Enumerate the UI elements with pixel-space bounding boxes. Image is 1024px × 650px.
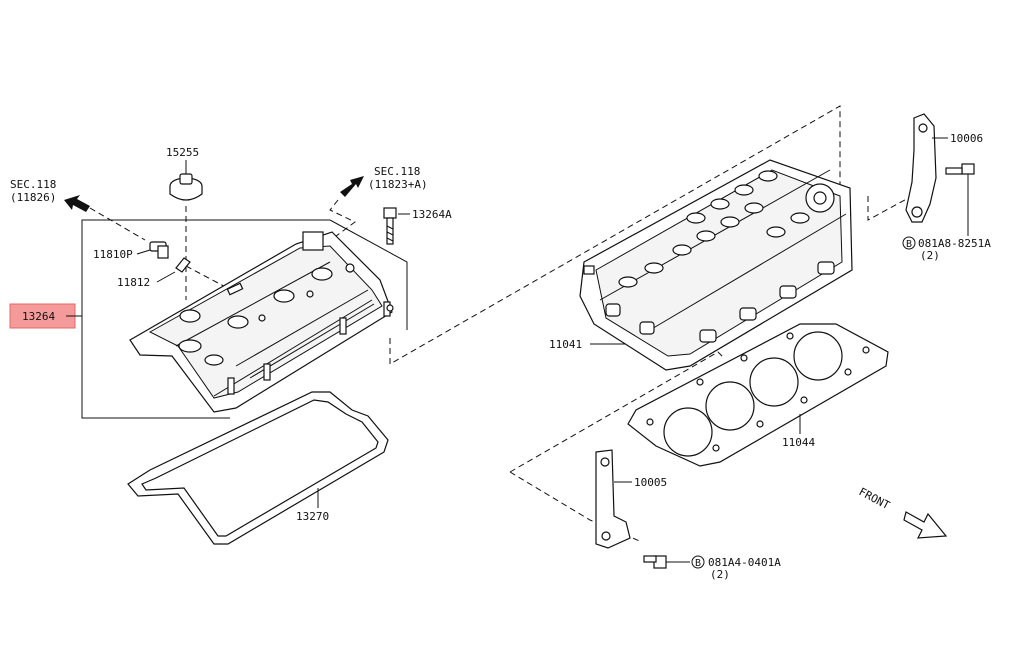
callout-13270[interactable]: 13270 (296, 488, 329, 523)
gasket-alignment-dash (509, 351, 725, 473)
bolt-lower-b-letter: B (695, 558, 701, 569)
bolt-lower-qty: (2) (710, 568, 730, 581)
callout-10006-label: 10006 (950, 132, 983, 145)
bolt-upper-b-icon (902, 236, 916, 250)
callout-13264A-label: 13264A (412, 208, 452, 221)
callout-13270-label: 13270 (296, 510, 329, 523)
sec118-left-line2: (11826) (10, 191, 56, 204)
slinger-bolt-lower-part (643, 555, 690, 569)
callout-11044-label: 11044 (782, 436, 815, 449)
callout-10005[interactable]: 10005 (614, 476, 667, 489)
callout-11812-label: 11812 (117, 276, 150, 289)
bolt-lower-b-icon (691, 555, 705, 569)
bolt-upper-number: 081A8-8251A (918, 237, 991, 250)
pcv-hose-part (175, 257, 236, 293)
callout-13264[interactable]: 13264 (9, 303, 82, 329)
sec118-right-dash (319, 199, 356, 249)
sec118-right-arrow-icon (340, 176, 364, 197)
front-arrow-icon (903, 511, 948, 539)
callout-11044[interactable]: 11044 (782, 414, 815, 449)
callout-10006[interactable]: 10006 (932, 132, 983, 145)
engine-slinger-lower-part (595, 449, 631, 549)
bolt-upper-b-letter: B (906, 239, 912, 250)
bolt-lower-number: 081A4-0401A (708, 556, 781, 569)
callout-11041[interactable]: 11041 (549, 338, 626, 351)
rocker-cover-part (129, 231, 394, 413)
rocker-gasket-part (127, 391, 389, 545)
sec118-left-line1: SEC.118 (10, 178, 56, 191)
sec118-left-arrow-icon (64, 195, 90, 212)
callout-bolt-lower[interactable]: B 081A4-0401A (2) (691, 555, 781, 581)
callout-11810P[interactable]: 11810P (93, 248, 151, 261)
assembly-bracket-13264-right (329, 219, 408, 330)
sec118-right-line1: SEC.118 (374, 165, 420, 178)
sec118-left-dash (89, 207, 146, 241)
callout-15255[interactable]: 15255 (166, 146, 199, 174)
callout-sec118-right[interactable]: SEC.118 (11823+A) (319, 165, 428, 249)
callout-13264A[interactable]: 13264A (398, 208, 452, 221)
head-alignment-dash (389, 105, 841, 365)
oil-filler-cap-part (169, 173, 203, 300)
front-label: FRONT (857, 485, 893, 512)
sec118-right-line2: (11823+A) (368, 178, 428, 191)
rocker-bolt-part (383, 207, 397, 245)
head-gasket-part (627, 323, 889, 467)
callout-11812[interactable]: 11812 (117, 271, 176, 289)
engine-slinger-upper-part (905, 113, 937, 223)
callout-13264-label: 13264 (22, 310, 55, 323)
slinger-bolt-upper-part (945, 163, 975, 236)
head-alignment-dash-2 (867, 195, 913, 221)
callout-sec118-left[interactable]: SEC.118 (11826) (10, 178, 146, 241)
callout-bolt-upper[interactable]: B 081A8-8251A (2) (902, 236, 991, 262)
callout-15255-label: 15255 (166, 146, 199, 159)
callout-11041-label: 11041 (549, 338, 582, 351)
callout-10005-label: 10005 (634, 476, 667, 489)
assembly-bracket-13264 (81, 219, 330, 419)
callout-11810P-label: 11810P (93, 248, 133, 261)
callout-11812-leader (156, 271, 176, 283)
bolt-upper-qty: (2) (920, 249, 940, 262)
front-indicator: FRONT (857, 485, 948, 539)
pcv-valve-part (149, 241, 169, 259)
callout-11810P-leader (136, 249, 151, 255)
cylinder-head-part (579, 159, 853, 371)
